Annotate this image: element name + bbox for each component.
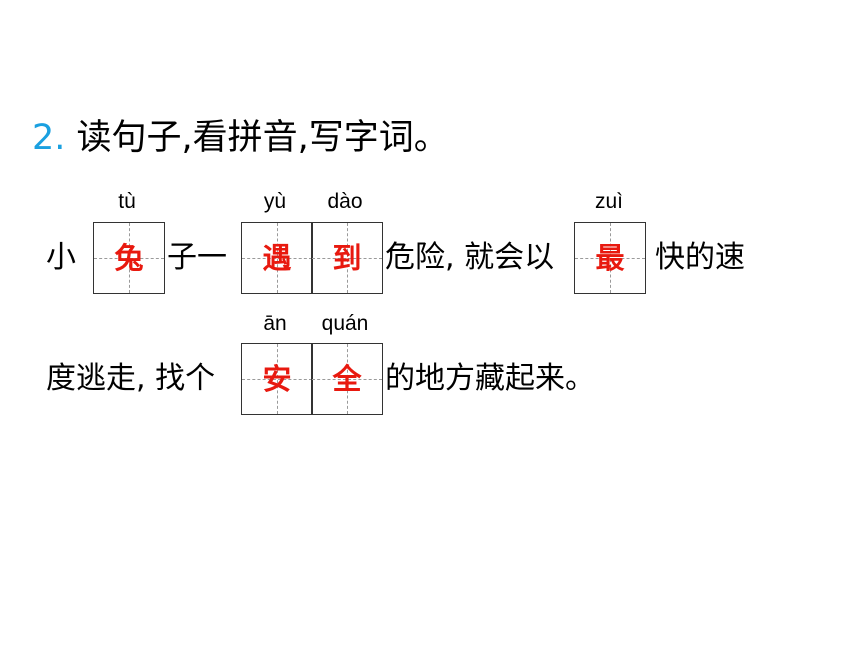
line2-text-2: 的地方藏起来。 <box>385 361 595 396</box>
answer-box-yu[interactable]: 遇 <box>241 222 313 294</box>
sentence-line-2: 度逃走, 找个 安 全 的地方藏起来。 <box>0 343 860 415</box>
answer-box-quan[interactable]: 全 <box>311 343 383 415</box>
answer-box-tu[interactable]: 兔 <box>93 222 165 294</box>
answer-box-an[interactable]: 安 <box>241 343 313 415</box>
answer-char: 全 <box>332 362 362 396</box>
guide-vertical <box>277 223 278 293</box>
answer-char: 兔 <box>114 241 144 275</box>
pinyin-yu: yù <box>263 190 287 213</box>
pinyin-dao: dào <box>327 190 363 213</box>
pinyin-tu: tù <box>118 190 136 213</box>
guide-vertical <box>129 223 130 293</box>
answer-box-dao[interactable]: 到 <box>311 222 383 294</box>
guide-vertical <box>610 223 611 293</box>
line1-text-4: 快的速 <box>655 240 745 275</box>
sentence-line-1: 小 兔 子一 遇 到 危险, 就会以 最 快的速 <box>0 222 860 294</box>
answer-char: 安 <box>262 362 292 396</box>
line1-text-2: 子一 <box>167 240 227 275</box>
line1-text-1: 小 <box>46 240 76 275</box>
guide-vertical <box>347 344 348 414</box>
answer-box-zui[interactable]: 最 <box>574 222 646 294</box>
answer-char: 遇 <box>262 241 292 275</box>
guide-vertical <box>277 344 278 414</box>
answer-char: 到 <box>332 241 362 275</box>
line2-text-1: 度逃走, 找个 <box>46 361 216 396</box>
question-text: 读句子,看拼音,写字词。 <box>76 118 449 158</box>
guide-vertical <box>347 223 348 293</box>
pinyin-zui: zuì <box>594 190 623 213</box>
answer-char: 最 <box>595 241 625 275</box>
pinyin-an: ān <box>263 312 287 335</box>
pinyin-quan: quán <box>321 312 369 335</box>
question-number: 2. <box>32 118 66 158</box>
line1-text-3: 危险, 就会以 <box>385 240 555 275</box>
question-title: 2. 读句子,看拼音,写字词。 <box>32 114 449 162</box>
